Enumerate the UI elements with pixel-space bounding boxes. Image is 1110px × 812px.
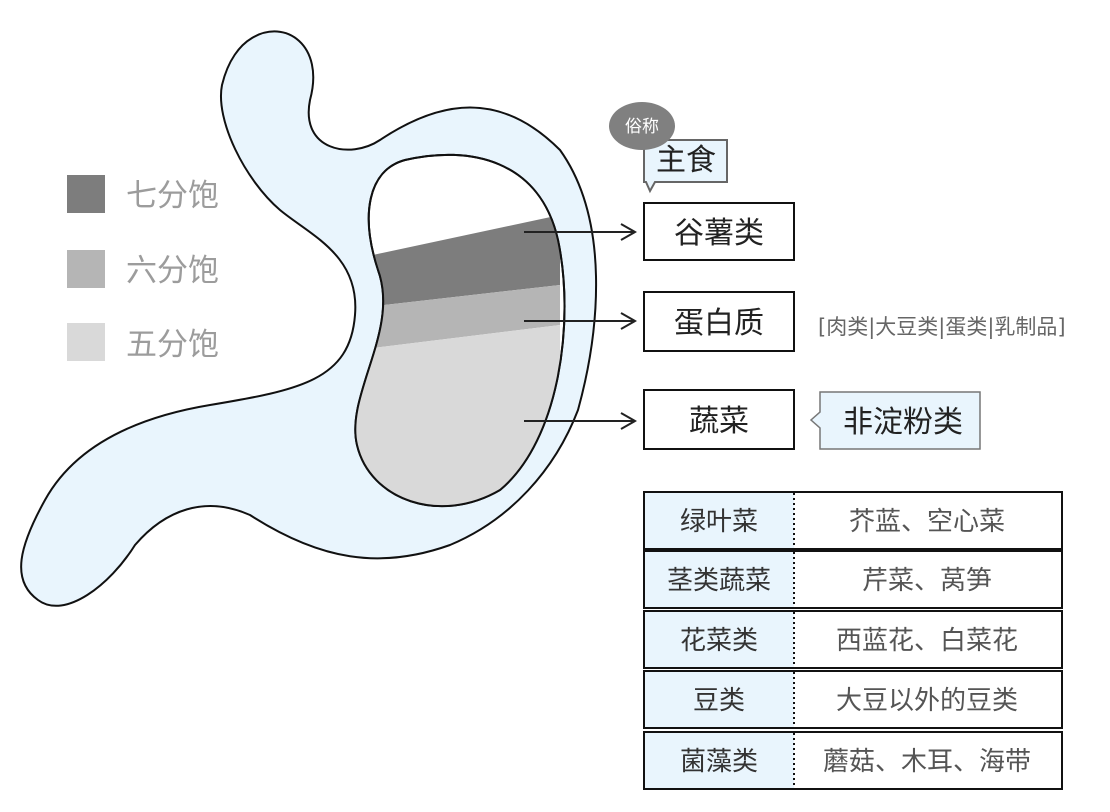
table-category: 茎类蔬菜: [667, 566, 771, 596]
food-group-boxes: 谷薯类 蛋白质 [肉类|大豆类|蛋类|乳制品] 蔬菜 非淀粉类: [643, 202, 1066, 450]
arrow-head-vegetable: [620, 412, 638, 430]
table-category: 花菜类: [680, 626, 758, 656]
legend-label-5: 五分饱: [126, 327, 219, 363]
table-examples: 芥蓝、空心菜: [849, 507, 1005, 537]
table-examples: 芹菜、莴笋: [862, 566, 992, 596]
table-category-cell: [645, 493, 794, 548]
food-label-grain: 谷薯类: [674, 216, 764, 251]
legend-swatch-6: [67, 250, 105, 288]
fullness-band-7: [355, 215, 560, 310]
fullness-bands: [355, 215, 560, 507]
common-name-label: 俗称: [625, 117, 659, 137]
staple-callout: 主食 俗称: [609, 102, 728, 194]
stomach-cavity-outline: [354, 153, 566, 508]
legend-label-7: 七分饱: [126, 178, 219, 214]
table-category: 绿叶菜: [680, 507, 758, 537]
food-box-grain: [643, 202, 795, 261]
food-arrows: [524, 223, 638, 430]
table-category: 菌藻类: [680, 747, 758, 777]
fullness-band-5: [355, 325, 560, 507]
table-examples: 大豆以外的豆类: [836, 686, 1018, 716]
arrow-head-protein: [620, 312, 638, 330]
table-examples: 西蓝花、白菜花: [836, 626, 1018, 656]
protein-sources-note: [肉类|大豆类|蛋类|乳制品]: [818, 315, 1066, 340]
table-row: 茎类蔬菜 芹菜、莴笋: [643, 550, 1063, 609]
food-label-protein: 蛋白质: [674, 306, 764, 341]
table-category-cell: [645, 552, 794, 607]
table-category: 豆类: [693, 686, 745, 716]
fullness-band-6: [355, 285, 560, 352]
non-starch-tag-box: [809, 391, 981, 450]
food-box-protein: [643, 291, 795, 352]
stomach-illustration: [20, 30, 598, 607]
non-starch-tag-label: 非淀粉类: [843, 405, 963, 440]
legend-swatch-5: [67, 323, 105, 361]
vegetable-examples-table: 绿叶菜 芥蓝、空心菜 茎类蔬菜 芹菜、莴笋 花菜类 西蓝花、白菜花: [643, 491, 1063, 790]
table-row: 绿叶菜 芥蓝、空心菜: [643, 491, 1063, 550]
common-name-bubble: [609, 102, 675, 150]
table-examples: 蘑菇、木耳、海带: [823, 747, 1031, 777]
food-box-vegetable: [643, 389, 795, 450]
table-category-cell: [645, 612, 794, 667]
staple-speech-box: [643, 139, 728, 194]
table-category-cell: [645, 733, 794, 788]
legend-label-6: 六分饱: [126, 253, 219, 289]
food-label-vegetable: 蔬菜: [689, 404, 749, 439]
table-row: 花菜类 西蓝花、白菜花: [643, 610, 1063, 669]
staple-label: 主食: [656, 143, 716, 178]
table-category-cell: [645, 672, 794, 727]
legend: 七分饱 六分饱 五分饱: [67, 175, 219, 363]
arrow-head-grain: [620, 223, 638, 241]
legend-swatch-7: [67, 175, 105, 213]
table-row: 菌藻类 蘑菇、木耳、海带: [643, 731, 1063, 790]
table-row: 豆类 大豆以外的豆类: [643, 670, 1063, 729]
